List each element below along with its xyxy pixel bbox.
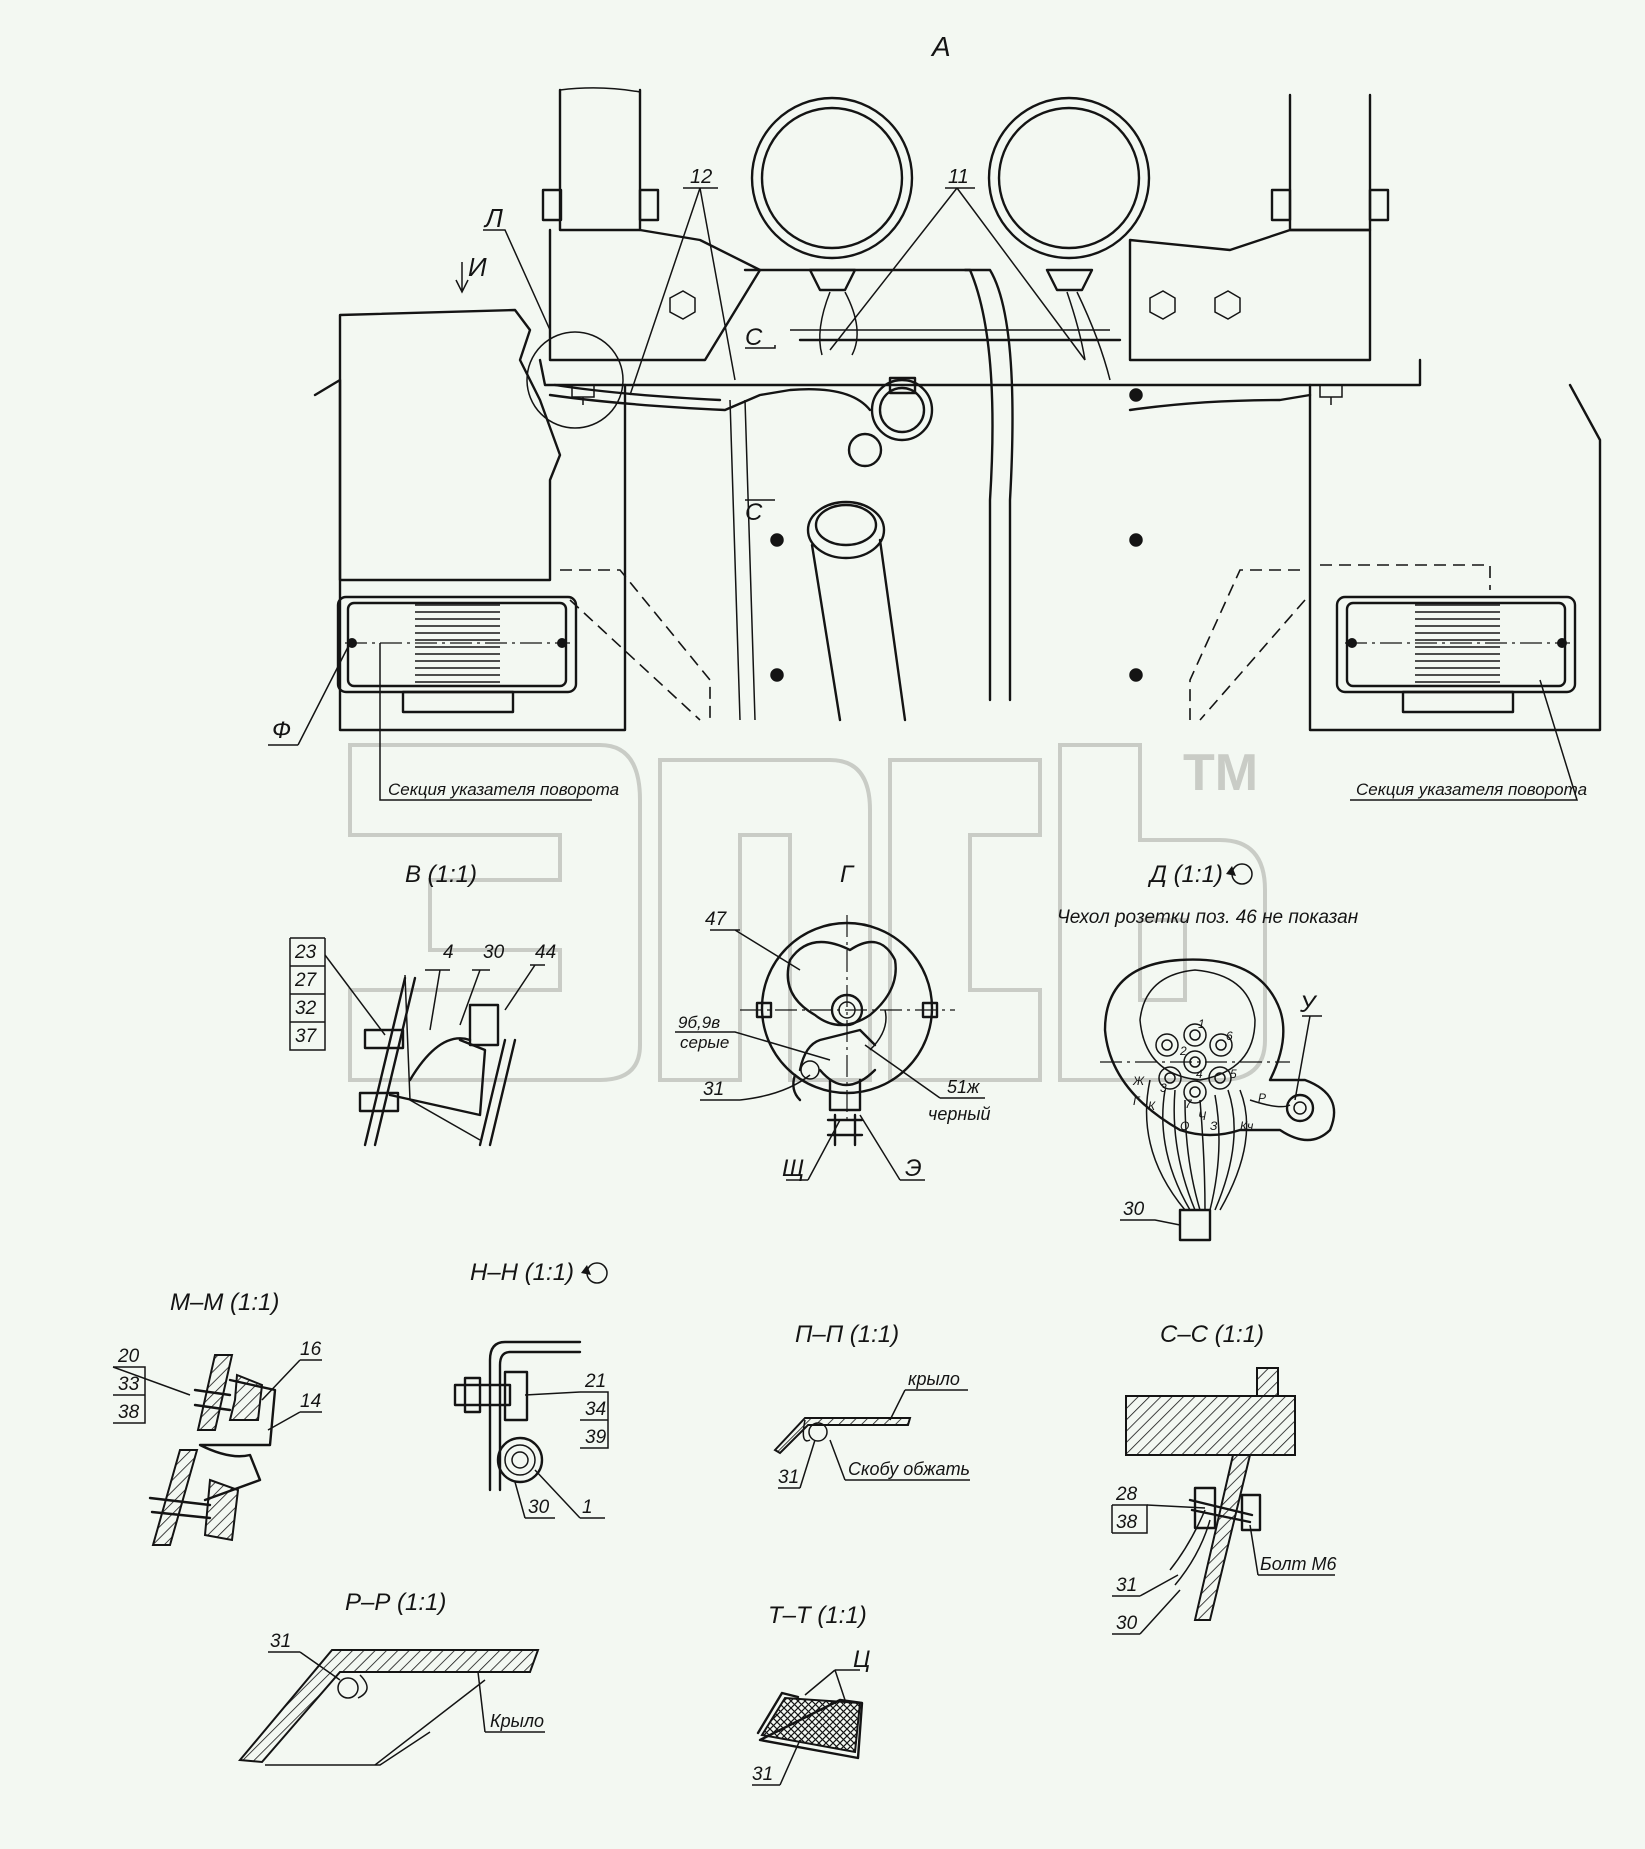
view-d-wire-z: З — [1210, 1119, 1218, 1133]
view-v-title: В (1:1) — [405, 861, 477, 888]
view-v: В (1:1) 23 27 32 37 4 30 44 — [289, 861, 556, 1147]
view-g-title: Г — [840, 861, 855, 888]
view-nn-stack-0: 21 — [584, 1371, 606, 1392]
view-g: Г 47 9б,9в серые 31 51ж черный Щ Э — [675, 861, 991, 1182]
view-pp-callout-wing: крыло — [908, 1369, 960, 1389]
view-ss-title: С–С (1:1) — [1160, 1321, 1264, 1348]
watermark-logo: TM — [348, 743, 1267, 1082]
view-rr: Р–Р (1:1) 31 Крыло — [238, 1589, 545, 1766]
view-d-wire-kch: Кч — [1240, 1119, 1253, 1133]
view-d-wire-k: К — [1148, 1099, 1156, 1113]
mark-shch: Щ — [782, 1155, 804, 1182]
view-mm-callout-16: 16 — [300, 1339, 322, 1360]
view-ss-stack-0: 28 — [1115, 1484, 1138, 1505]
view-mm-stack-0: 20 — [117, 1346, 140, 1367]
view-d-wire-ch: Ч — [1198, 1109, 1207, 1123]
view-rr-callout-wing: Крыло — [490, 1711, 544, 1731]
view-v-stack-1: 27 — [294, 970, 318, 991]
view-tt: Т–Т (1:1) Ц 31 — [752, 1602, 870, 1786]
view-v-stack-2: 32 — [295, 998, 317, 1019]
view-mm-stack-1: 33 — [118, 1374, 140, 1395]
callout-12: 12 — [690, 166, 712, 188]
view-d-wire-o: О — [1180, 1119, 1189, 1133]
view-nn: Н–Н (1:1) 21 34 39 30 1 — [453, 1259, 609, 1519]
view-d-pin-4: 4 — [1196, 1067, 1203, 1081]
view-d-wire-g: Г — [1133, 1094, 1141, 1108]
view-d-wire-r: Р — [1258, 1091, 1266, 1105]
view-nn-stack-1: 34 — [585, 1399, 606, 1420]
main-view-a: А — [268, 31, 1602, 801]
view-nn-title: Н–Н (1:1) — [470, 1259, 574, 1286]
view-d: Д (1:1) Чехол розетки поз. 46 не показан… — [1057, 861, 1359, 1242]
view-tt-title: Т–Т (1:1) — [768, 1602, 867, 1629]
rotation-arrow-icon — [581, 1262, 608, 1284]
view-v-callout-4: 4 — [443, 942, 454, 963]
mark-e: Э — [905, 1155, 922, 1182]
mark-c-top: С — [745, 324, 763, 351]
view-mm-stack-2: 38 — [118, 1402, 140, 1423]
mark-c-bottom: С — [745, 499, 763, 526]
view-mm-title: М–М (1:1) — [170, 1289, 279, 1316]
view-d-pin-6: 6 — [1226, 1029, 1233, 1043]
view-pp-callout-31: 31 — [778, 1467, 799, 1488]
turn-signal-label-right: Секция указателя поворота — [1356, 780, 1587, 799]
view-d-pin-7: 7 — [1185, 1097, 1193, 1111]
view-d-pin-5: 5 — [1230, 1067, 1237, 1081]
view-d-wire-zh: Ж — [1132, 1074, 1145, 1088]
view-d-note: Чехол розетки поз. 46 не показан — [1057, 907, 1359, 928]
view-mm: М–М (1:1) 20 33 38 16 14 — [112, 1289, 322, 1546]
view-g-callout-31: 31 — [703, 1079, 724, 1100]
view-nn-callout-1: 1 — [582, 1497, 593, 1518]
view-nn-stack-2: 39 — [585, 1427, 607, 1448]
view-d-title: Д (1:1) — [1147, 861, 1223, 888]
view-v-stack-0: 23 — [294, 942, 317, 963]
view-a-label: А — [930, 31, 951, 62]
view-g-callout-9b9v: 9б,9в — [678, 1013, 720, 1032]
view-d-pin-1: 1 — [1198, 1017, 1205, 1031]
view-mm-callout-14: 14 — [300, 1391, 321, 1412]
turn-signal-label-left: Секция указателя поворота — [388, 780, 619, 799]
view-pp-title: П–П (1:1) — [795, 1321, 899, 1348]
mark-l: Л — [483, 203, 503, 233]
mark-f: Ф — [272, 717, 291, 744]
view-pp-callout-crimp: Скобу обжать — [848, 1459, 970, 1479]
view-v-stack-3: 37 — [295, 1026, 318, 1047]
view-d-callout-30: 30 — [1123, 1199, 1145, 1220]
mark-ts: Ц — [853, 1646, 870, 1673]
view-v-callout-44: 44 — [535, 942, 556, 963]
view-pp: П–П (1:1) крыло Скобу обжать 31 — [773, 1321, 970, 1489]
view-g-callout-black: черный — [928, 1104, 991, 1124]
view-ss-callout-bolt: Болт М6 — [1260, 1554, 1337, 1574]
view-rr-title: Р–Р (1:1) — [345, 1589, 446, 1616]
callout-11: 11 — [948, 166, 969, 188]
mark-u: У — [1299, 991, 1318, 1018]
view-g-callout-51zh: 51ж — [947, 1077, 981, 1097]
view-g-callout-47: 47 — [705, 909, 728, 930]
view-tt-callout-31: 31 — [752, 1764, 773, 1785]
view-d-pin-3: 3 — [1160, 1081, 1167, 1095]
view-ss-callout-30: 30 — [1116, 1613, 1138, 1634]
view-d-pin-2: 2 — [1179, 1044, 1187, 1058]
view-ss-callout-31: 31 — [1116, 1575, 1137, 1596]
view-nn-callout-30: 30 — [528, 1497, 550, 1518]
view-g-callout-grey: серые — [680, 1033, 729, 1052]
mark-i: И — [468, 252, 487, 282]
view-ss: С–С (1:1) 28 38 31 30 Болт М6 — [1111, 1321, 1337, 1635]
view-ss-stack-1: 38 — [1116, 1512, 1138, 1533]
trademark-text: TM — [1183, 744, 1258, 802]
rotation-arrow-icon — [1226, 863, 1253, 885]
view-rr-callout-31: 31 — [270, 1631, 291, 1652]
view-v-callout-30: 30 — [483, 942, 505, 963]
